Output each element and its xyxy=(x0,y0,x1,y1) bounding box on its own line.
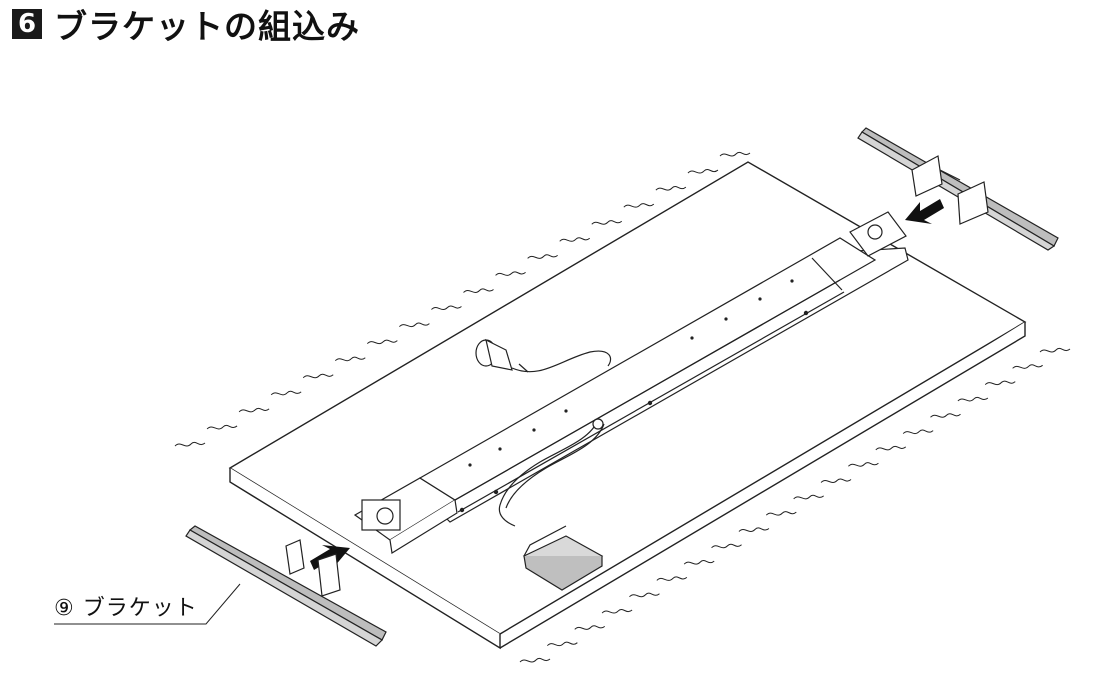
motor-unit xyxy=(475,338,612,373)
floor-wave xyxy=(930,413,961,418)
floor-wave xyxy=(366,339,398,345)
floor-wave xyxy=(527,254,558,259)
floor-wave xyxy=(902,429,934,435)
floor-wave xyxy=(519,657,551,663)
floor-wave xyxy=(875,445,907,451)
floor-wave xyxy=(174,441,206,447)
floor-wave xyxy=(574,625,606,630)
floor-wave xyxy=(1012,364,1043,369)
floor-wave xyxy=(431,305,462,311)
floor-wave xyxy=(656,576,688,581)
floor-wave xyxy=(495,271,526,276)
floor-wave xyxy=(957,396,989,402)
center-frame xyxy=(353,211,909,554)
floor-wave xyxy=(984,380,1016,386)
floor-wave xyxy=(1039,347,1071,353)
cable xyxy=(498,418,605,527)
floor-wave xyxy=(623,203,655,208)
floor-wave xyxy=(738,527,770,532)
floor-wave xyxy=(687,169,719,174)
floor-wave xyxy=(270,390,302,396)
floor-wave xyxy=(655,186,687,191)
floor-wave xyxy=(206,424,238,430)
floor-wave xyxy=(334,356,366,362)
step-number-badge: 6 xyxy=(12,9,42,39)
floor-wave xyxy=(547,641,578,647)
floor-wave xyxy=(238,407,270,413)
floor-wave xyxy=(463,288,494,293)
floor-wave xyxy=(848,462,879,467)
section-heading: 6 ブラケットの組込み xyxy=(12,2,360,46)
floor-wave xyxy=(302,373,334,379)
right-bracket xyxy=(857,127,1059,251)
floor-wave xyxy=(793,494,825,500)
floor-wave xyxy=(591,220,623,225)
control-box xyxy=(522,525,604,591)
floor-wave xyxy=(711,543,742,549)
floor-wave xyxy=(559,237,591,242)
floor-texture xyxy=(174,151,1071,663)
floor-wave xyxy=(629,592,660,598)
floor-wave xyxy=(683,560,715,565)
section-title: ブラケットの組込み xyxy=(54,7,360,46)
floor-wave xyxy=(399,322,430,328)
callout-leader xyxy=(54,583,241,625)
frame-holes xyxy=(459,279,809,513)
floor-wave xyxy=(601,608,633,614)
left-bracket xyxy=(185,525,387,647)
floor-wave xyxy=(765,511,797,516)
bracket-callout-label: ⑨ ブラケット xyxy=(54,596,198,621)
floor-wave xyxy=(820,478,852,484)
floor-wave xyxy=(719,151,751,157)
